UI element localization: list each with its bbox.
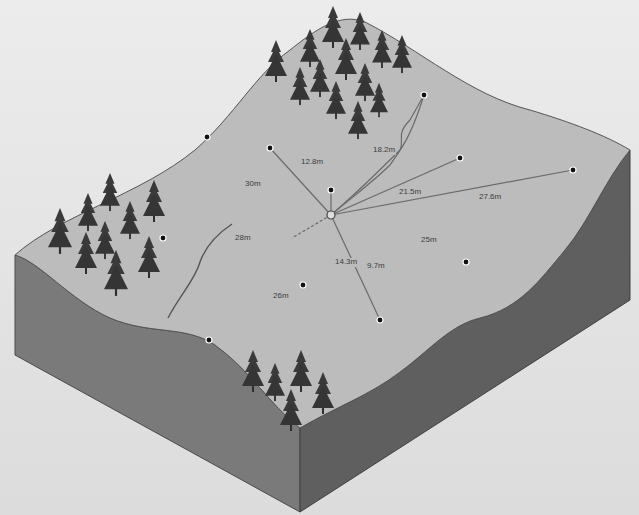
ground-surface <box>15 19 630 428</box>
distance-label: 28m <box>234 234 252 243</box>
distance-label: 27.6m <box>478 193 502 202</box>
sample-points <box>160 92 576 343</box>
distance-label: 18.2m <box>372 146 396 155</box>
distance-label: 12.8m <box>300 158 324 167</box>
distance-label: 25m <box>420 236 438 245</box>
survey-lines <box>270 95 573 320</box>
tree-cluster <box>48 173 165 296</box>
tree-cluster <box>265 6 412 139</box>
tree-cluster <box>242 350 334 431</box>
stream-line <box>168 224 232 318</box>
center-point <box>327 211 335 219</box>
distance-label: 21.5m <box>398 188 422 197</box>
distance-label: 14.3m <box>334 258 358 267</box>
distance-label: 9.7m <box>366 262 386 271</box>
distance-label: 30m <box>244 180 262 189</box>
distance-label: 26m <box>272 292 290 301</box>
